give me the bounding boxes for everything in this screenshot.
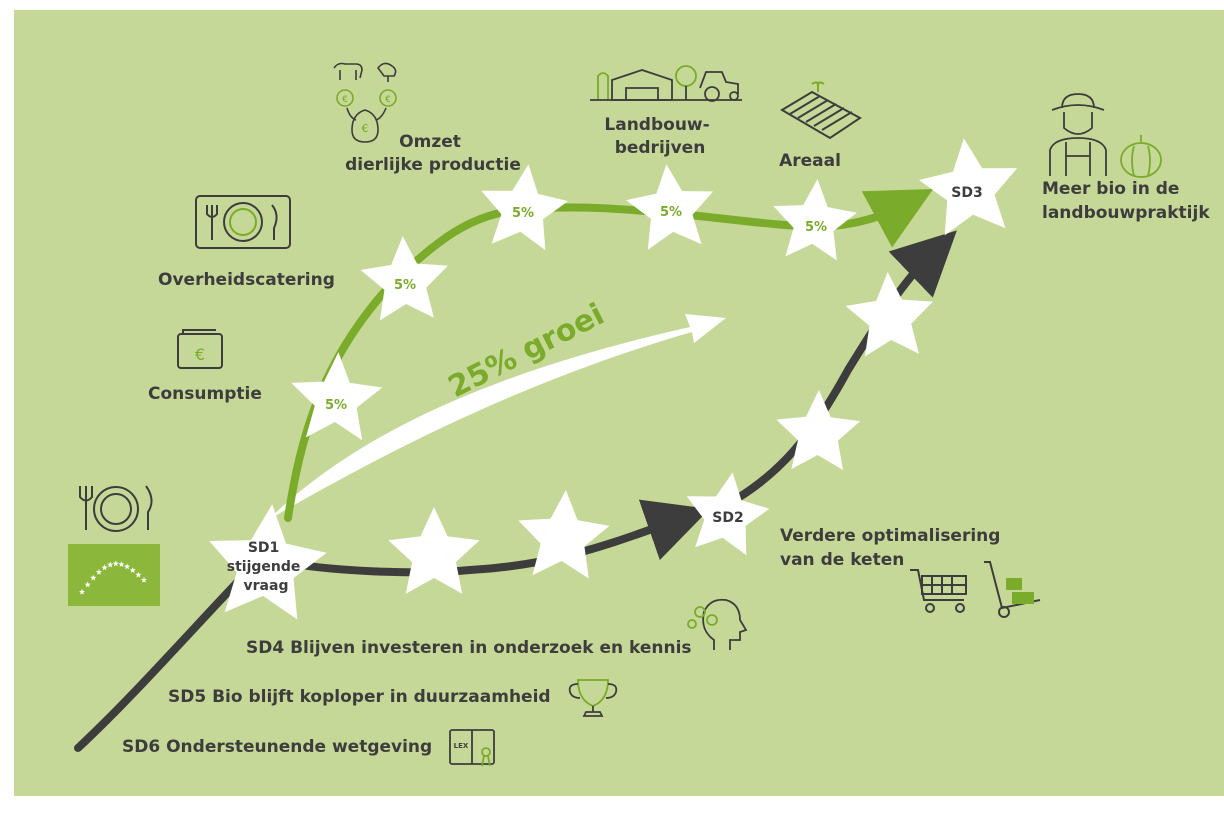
star-bottom-2 [518, 490, 610, 579]
law-book-icon: LEX [449, 729, 495, 767]
star-sd3 [919, 138, 1018, 236]
svg-text:€: € [385, 95, 391, 105]
eu-leaf-star [95, 568, 102, 575]
sd3-label: SD3 [951, 185, 982, 201]
livestock-money-icon: € € € [333, 62, 397, 143]
label-consumptie: Consumptie [148, 384, 262, 404]
label-landbouw-2: bedrijven [615, 138, 706, 158]
label-sd6: SD6 Ondersteunende wetgeving [122, 737, 432, 757]
diagram-stage: 25% groei SD1 stijgende vraag SD2 SD3 5%… [14, 10, 1224, 796]
svg-text:€: € [342, 95, 348, 105]
star-right-2 [845, 272, 933, 357]
main-path-bottom [266, 499, 710, 577]
field-plot-icon [780, 81, 862, 140]
star-pct-4 [626, 164, 714, 250]
eu-leaf-star [129, 567, 136, 573]
label-sd5: SD5 Bio blijft koploper in duurzaamheid [168, 687, 551, 707]
head-gears-icon [687, 598, 748, 650]
pct-label-2: 5% [394, 278, 416, 293]
label-landbouwbedrijven: Landbouw- bedrijven [604, 115, 715, 158]
plate-cutlery-icon-large [79, 485, 153, 532]
label-meer-bio-1: Meer bio in de [1042, 179, 1179, 199]
eu-leaf-star [107, 561, 114, 568]
label-areaal: Areaal [779, 151, 841, 171]
sd1-line1: stijgende [227, 559, 301, 575]
strategy-diagram: 25% groei SD1 stijgende vraag SD2 SD3 5%… [68, 62, 1210, 767]
eu-leaf-star [124, 563, 131, 570]
growth-arrow [268, 314, 726, 520]
star-pct-1 [291, 352, 383, 441]
star-sd2 [686, 472, 770, 556]
label-omzet-2: dierlijke productie [345, 155, 521, 175]
label-meer-bio-2: landbouwpraktijk [1042, 203, 1210, 223]
sd1-line2: vraag [244, 578, 289, 594]
star-pct-2 [360, 236, 448, 321]
eu-leaf-star [112, 560, 119, 567]
label-verdere-1: Verdere optimalisering [780, 526, 1000, 546]
sd1-label: SD1 stijgende vraag [227, 540, 306, 594]
eu-leaf-star [79, 588, 85, 595]
star-right-1 [776, 390, 861, 471]
star-pct-5 [773, 179, 857, 261]
label-verdere: Verdere optimalisering van de keten [780, 526, 1006, 570]
sd2-label: SD2 [712, 510, 743, 526]
wallet-euro-icon: € [177, 329, 223, 369]
label-omzet-1: Omzet [399, 132, 461, 152]
eu-leaf-star [84, 581, 91, 588]
label-sd4: SD4 Blijven investeren in onderzoek en k… [246, 638, 692, 658]
label-omzet: Omzet dierlijke productie [345, 132, 521, 175]
eu-leaf-star [135, 571, 142, 578]
shopping-cart-icon [910, 569, 967, 613]
plate-cutlery-icon [195, 195, 291, 249]
eu-leaf-star [90, 574, 97, 581]
farm-buildings-icon [590, 65, 742, 102]
eu-leaf-star [101, 564, 108, 571]
label-overheidscatering: Overheidscatering [158, 270, 335, 290]
sd1-code: SD1 [248, 540, 279, 556]
label-verdere-2: van de keten [780, 550, 904, 570]
star-bottom-1 [388, 507, 480, 594]
main-path-right [708, 230, 957, 516]
pct-label-4: 5% [660, 205, 682, 220]
svg-text:€: € [362, 122, 369, 135]
lex-text: LEX [454, 742, 469, 750]
star-sd1 [209, 504, 327, 620]
farmer-pumpkin-icon [1049, 93, 1162, 178]
hand-trolley-icon [984, 561, 1041, 618]
eu-leaf-star [141, 576, 147, 583]
star-pct-3 [481, 164, 569, 251]
svg-text:€: € [195, 345, 205, 364]
label-meer-bio: Meer bio in de landbouwpraktijk [1042, 179, 1210, 223]
pct-label-1: 5% [325, 398, 347, 413]
trophy-icon [568, 679, 618, 717]
pct-label-5: 5% [805, 220, 827, 235]
pct-label-3: 5% [512, 206, 534, 221]
eu-organic-logo-icon [68, 544, 160, 606]
eu-leaf-star [118, 561, 125, 567]
stars-layer [209, 138, 1018, 620]
label-landbouw-1: Landbouw- [604, 115, 709, 135]
